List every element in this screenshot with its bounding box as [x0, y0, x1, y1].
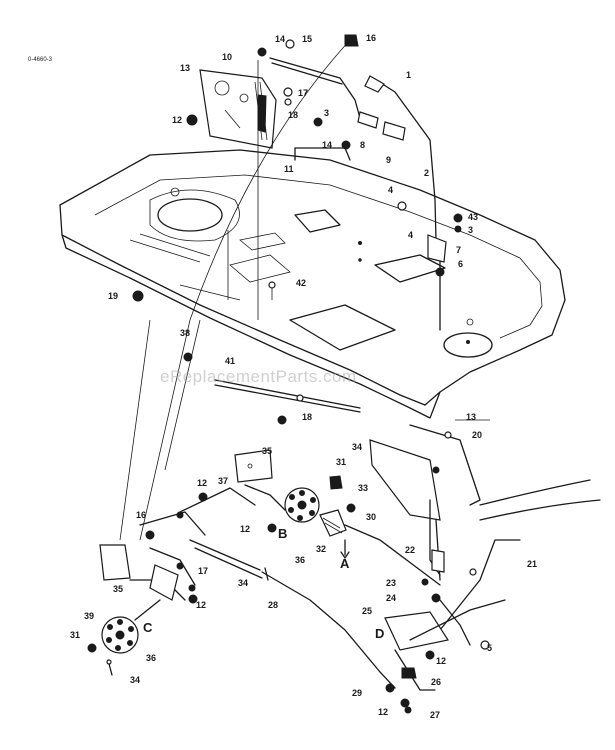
callout-39: 39	[84, 611, 95, 621]
callout-26: 26	[431, 677, 442, 687]
callout-3-b: 3	[468, 225, 474, 235]
callout-15: 15	[302, 34, 313, 44]
callout-36: 36	[295, 555, 306, 565]
reference-letter-c: C	[143, 620, 153, 635]
callout-13-b: 13	[466, 412, 477, 422]
gear-wheel-upper	[198, 449, 320, 533]
callout-27: 27	[430, 710, 441, 720]
callout-34-c: 34	[130, 675, 141, 685]
callout-41: 41	[225, 356, 236, 366]
callout-18: 18	[288, 110, 299, 120]
bracket-plate-13	[199, 69, 277, 149]
callout-14-b: 14	[322, 140, 333, 150]
spring-rod-30	[319, 475, 441, 586]
callout-4-b: 4	[408, 230, 414, 240]
callout-35: 35	[262, 446, 273, 456]
cross-rod-41	[214, 379, 361, 413]
chassis-deck	[59, 149, 566, 419]
control-rod-28	[261, 567, 396, 689]
right-bracket	[369, 419, 490, 576]
callout-16-b: 16	[136, 510, 147, 520]
leader-lines	[119, 39, 351, 541]
callout-36-b: 36	[146, 653, 157, 663]
callout-25: 25	[362, 606, 373, 616]
lower-left-arm	[87, 487, 263, 676]
lower-pivot-assembly	[384, 599, 506, 714]
callout-17: 17	[298, 88, 309, 98]
callout-32: 32	[316, 544, 327, 554]
callout-35-b: 35	[113, 584, 124, 594]
callout-37: 37	[218, 476, 229, 486]
callout-9: 9	[386, 155, 392, 165]
callout-12-d: 12	[196, 600, 207, 610]
callout-38: 38	[180, 328, 191, 338]
callout-2: 2	[424, 168, 430, 178]
callout-28: 28	[268, 600, 279, 610]
reference-letter-a: A	[340, 556, 350, 571]
callout-33: 33	[358, 483, 369, 493]
callout-42: 42	[296, 278, 307, 288]
callout-20: 20	[472, 430, 483, 440]
callout-12: 12	[172, 115, 183, 125]
callout-14: 14	[275, 34, 286, 44]
callout-22: 22	[405, 545, 416, 555]
callout-21: 21	[527, 559, 538, 569]
callout-23: 23	[386, 578, 397, 588]
callout-3: 3	[324, 108, 330, 118]
drive-rod-21	[439, 479, 601, 631]
callout-7: 7	[456, 245, 462, 255]
callout-31-b: 31	[70, 630, 81, 640]
callout-17-b: 17	[198, 566, 209, 576]
callout-5: 5	[487, 643, 493, 653]
callout-12-b: 12	[197, 478, 208, 488]
callout-43: 43	[468, 212, 479, 222]
callout-12-c: 12	[240, 524, 251, 534]
callout-34-b: 34	[238, 578, 249, 588]
callout-8: 8	[360, 140, 366, 150]
callout-1: 1	[406, 70, 412, 80]
lift-lever-assembly	[269, 57, 447, 331]
callout-6: 6	[458, 259, 464, 269]
callout-31: 31	[336, 457, 347, 467]
callout-12-f: 12	[378, 707, 389, 717]
callout-11: 11	[284, 164, 294, 174]
rods-22-24	[421, 519, 477, 646]
callout-10: 10	[222, 52, 233, 62]
reference-letter-b: B	[278, 526, 288, 541]
hardware-top	[132, 34, 463, 425]
callout-16: 16	[366, 33, 377, 43]
callout-30: 30	[366, 512, 377, 522]
callout-19: 19	[108, 291, 119, 301]
callout-13: 13	[180, 63, 191, 73]
callout-24: 24	[386, 593, 397, 603]
callout-12-e: 12	[436, 656, 447, 666]
figure-number: 0-4660-3	[28, 57, 53, 63]
watermark: eReplacementParts.com	[160, 367, 357, 386]
callout-4: 4	[388, 185, 394, 195]
callout-34: 34	[352, 442, 363, 452]
callout-29: 29	[352, 688, 363, 698]
callout-18-b: 18	[302, 412, 313, 422]
reference-letter-d: D	[375, 626, 385, 641]
